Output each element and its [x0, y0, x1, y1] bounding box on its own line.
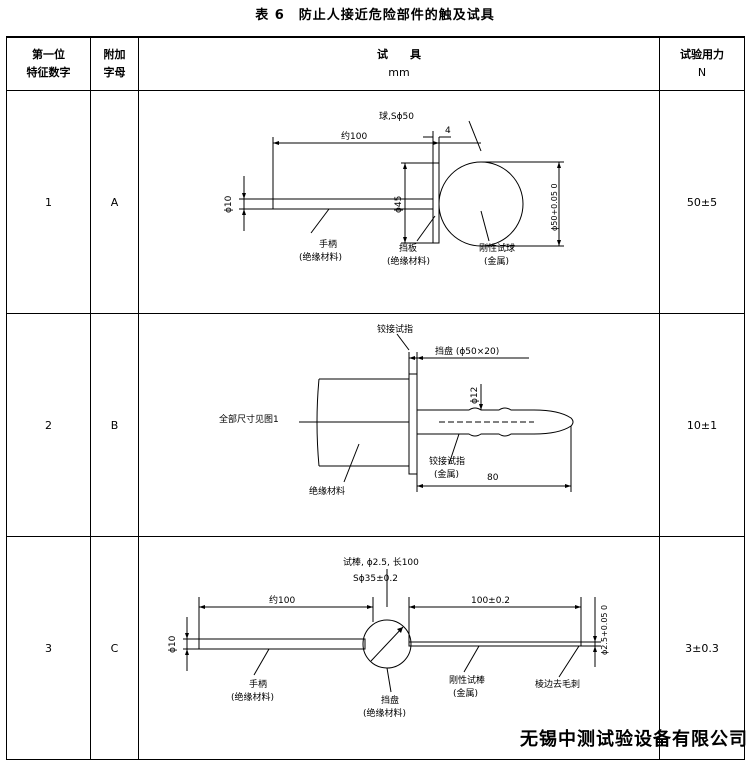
- probe-b-figure: 铰接试指 挡盘 (ϕ50×20) ϕ12 全部尺寸见图1 铰接试指 (金属) 绝…: [138, 313, 660, 537]
- stop-disc-label: 挡盘 (ϕ50×20): [435, 345, 499, 357]
- letter-cell: A: [90, 90, 139, 314]
- table-row: 1 A: [6, 90, 745, 314]
- rigid-ball-label: 刚性试球: [479, 242, 515, 254]
- thickness-label: 4: [445, 126, 451, 136]
- length100-label: 100±0.2: [471, 596, 510, 606]
- finger-label: 铰接试指: [429, 455, 465, 467]
- rod-label: 试棒, ϕ2.5, 长100: [343, 556, 419, 568]
- handle-shape: [198, 638, 366, 650]
- digit-cell: 1: [6, 90, 91, 314]
- edge-label: 棱边去毛刺: [535, 678, 580, 690]
- dia12-label: ϕ12: [470, 387, 480, 404]
- dia45-label: ϕ45: [394, 196, 404, 213]
- force-cell: 10±1: [659, 313, 745, 537]
- digit-cell: 3: [6, 536, 91, 760]
- disc-material-label: (绝缘材料): [363, 707, 406, 719]
- handle-material-label: (绝缘材料): [231, 691, 274, 703]
- handle-label: 手柄: [319, 238, 337, 250]
- digit-cell: 2: [6, 313, 91, 537]
- ball-shape: [438, 161, 524, 247]
- probe-a-drawing: 球,Sϕ50 约100 4 ϕ10 ϕ45 ϕ50+0.05 0 手柄 (绝缘材…: [224, 110, 564, 267]
- table-row: 2 B: [6, 313, 745, 537]
- sphere-label: Sϕ35±0.2: [353, 574, 398, 584]
- rigid-rod-material-label: (金属): [453, 687, 478, 699]
- handle-label: 手柄: [249, 678, 267, 690]
- letter-cell: B: [90, 313, 139, 537]
- table-title: 表 6 防止人接近危险部件的触及试具: [255, 8, 495, 23]
- force-cell: 50±5: [659, 90, 745, 314]
- ball-label: 球,Sϕ50: [379, 110, 414, 122]
- guard-shape: [432, 162, 440, 244]
- finger-shape: [417, 407, 574, 437]
- dia10-label: ϕ10: [168, 635, 178, 653]
- stop-disc-shape: [408, 373, 418, 475]
- length-label: 约100: [341, 130, 367, 142]
- rigid-rod-label: 刚性试棒: [449, 674, 485, 686]
- header-first-digit: 第一位特征数字: [6, 36, 91, 91]
- rigid-ball-material-label: (金属): [484, 255, 509, 267]
- length-label: 约100: [269, 594, 295, 606]
- header-letter: 附加字母: [90, 36, 139, 91]
- rod-shape: [408, 641, 582, 647]
- table-row: 3 C: [6, 536, 745, 760]
- probe-c-figure: 试棒, ϕ2.5, 长100 Sϕ35±0.2 约100 100±0.2 ϕ10…: [138, 536, 660, 760]
- finger-material-label: (金属): [434, 468, 459, 480]
- all-dims-label: 全部尺寸见图1: [219, 413, 279, 425]
- disc-label: 挡盘: [381, 694, 399, 706]
- finger-top-label: 铰接试指: [377, 323, 413, 335]
- guard-material-label: (绝缘材料): [387, 255, 430, 267]
- length80-label: 80: [487, 473, 499, 483]
- probe-c-drawing: 试棒, ϕ2.5, 长100 Sϕ35±0.2 约100 100±0.2 ϕ10…: [168, 556, 609, 719]
- probe-a-figure: 球,Sϕ50 约100 4 ϕ10 ϕ45 ϕ50+0.05 0 手柄 (绝缘材…: [138, 90, 660, 314]
- dia10-label: ϕ10: [224, 195, 234, 213]
- insulating-material-label: 绝缘材料: [309, 485, 345, 497]
- guard-label: 挡板: [399, 242, 417, 254]
- handle-shape: [272, 198, 434, 210]
- company-watermark: 无锡中测试验设备有限公司: [520, 729, 748, 750]
- handle-material-label: (绝缘材料): [299, 251, 342, 263]
- dia50-label: ϕ50+0.05 0: [550, 183, 559, 231]
- letter-cell: C: [90, 536, 139, 760]
- dia25-label: ϕ2.5+0.05 0: [600, 605, 609, 655]
- probe-b-drawing: 铰接试指 挡盘 (ϕ50×20) ϕ12 全部尺寸见图1 铰接试指 (金属) 绝…: [219, 323, 574, 497]
- force-cell: 3±0.3: [659, 536, 745, 760]
